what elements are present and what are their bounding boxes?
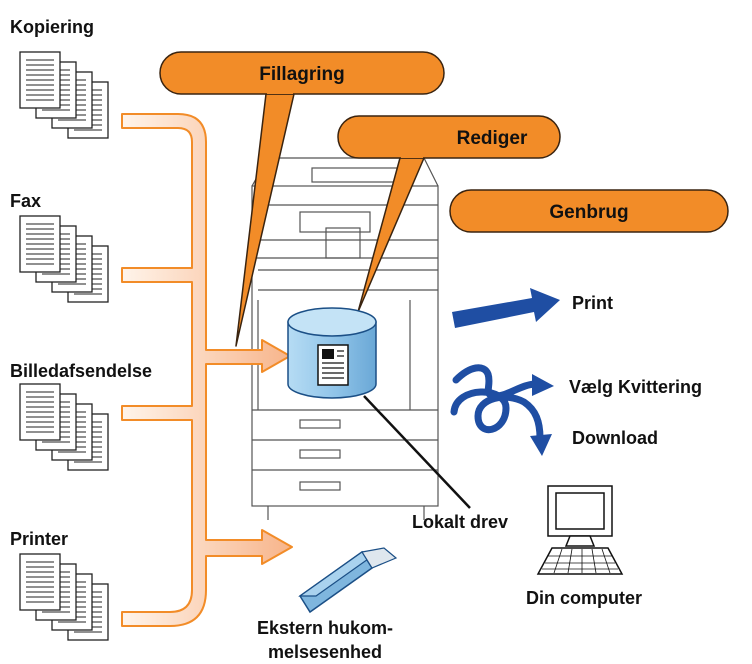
usb-memory-icon [298, 547, 398, 614]
edit-callout [337, 115, 561, 313]
file-storage-label: Fillagring [259, 64, 345, 85]
reuse-callout [449, 189, 729, 233]
source-label-copy: Kopiering [10, 17, 94, 37]
computer-icon [536, 485, 624, 575]
download-arrow-icon [450, 388, 552, 456]
local-drive-label: Lokalt drev [412, 512, 508, 532]
local-drive-leader [363, 395, 471, 509]
file-storage-callout [159, 51, 445, 347]
source-label-printer: Printer [10, 529, 68, 549]
print-label: Print [572, 293, 613, 313]
external-memory-label-line2: melsesenhed [268, 642, 382, 662]
edit-label: Rediger [457, 128, 528, 149]
select-receipt-label: Vælg Kvittering [569, 377, 702, 397]
print-arrow-icon [452, 288, 560, 328]
download-label: Download [572, 428, 658, 448]
fax-document-stack [19, 215, 109, 303]
data-flow-pipe [121, 113, 293, 627]
source-label-fax: Fax [10, 191, 41, 211]
external-memory-label-line1: Ekstern hukom- [257, 618, 393, 638]
copy-document-stack [19, 51, 109, 139]
reuse-label: Genbrug [549, 202, 628, 223]
local-drive-icon [287, 307, 377, 399]
image-send-document-stack [19, 383, 109, 471]
computer-label: Din computer [526, 588, 642, 608]
mfp-illustration [251, 157, 439, 520]
printer-document-stack [19, 553, 109, 641]
source-label-image-send: Billedafsendelse [10, 361, 152, 381]
